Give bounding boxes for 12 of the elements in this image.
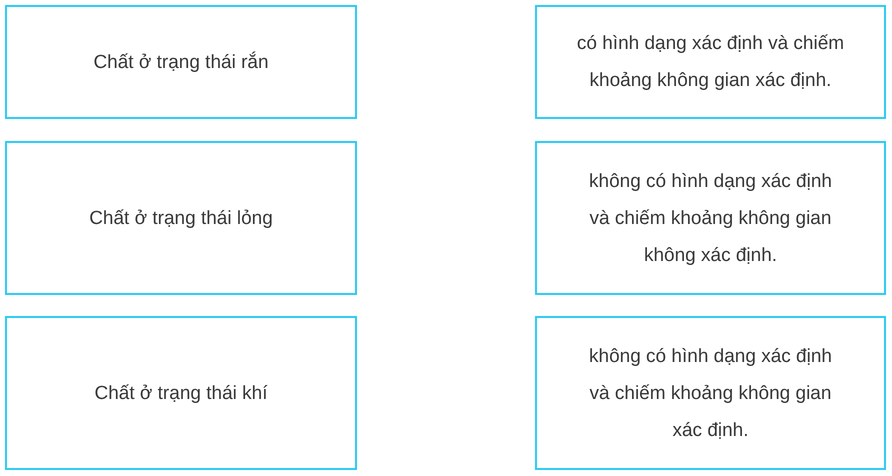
card-text: có hình dạng xác định và chiếm khoảng không gian xác định.: [576, 32, 846, 93]
text-card: [5, 141, 357, 295]
card-text: không có hình dạng xác định và chiếm khoảng không gian xác định.: [588, 344, 833, 442]
text-card: [535, 316, 886, 470]
text-card: [5, 5, 357, 119]
text-card: [535, 5, 886, 119]
card-text: không có hình dạng xác định và chiếm khoảng không gian không xác định.: [588, 170, 833, 268]
text-card: [535, 141, 886, 295]
card-text: Chất ở trạng thái rắn: [93, 50, 269, 74]
card-text: Chất ở trạng thái khí: [94, 382, 268, 406]
card-text: Chất ở trạng thái lỏng: [89, 206, 273, 230]
text-card: [5, 316, 357, 470]
